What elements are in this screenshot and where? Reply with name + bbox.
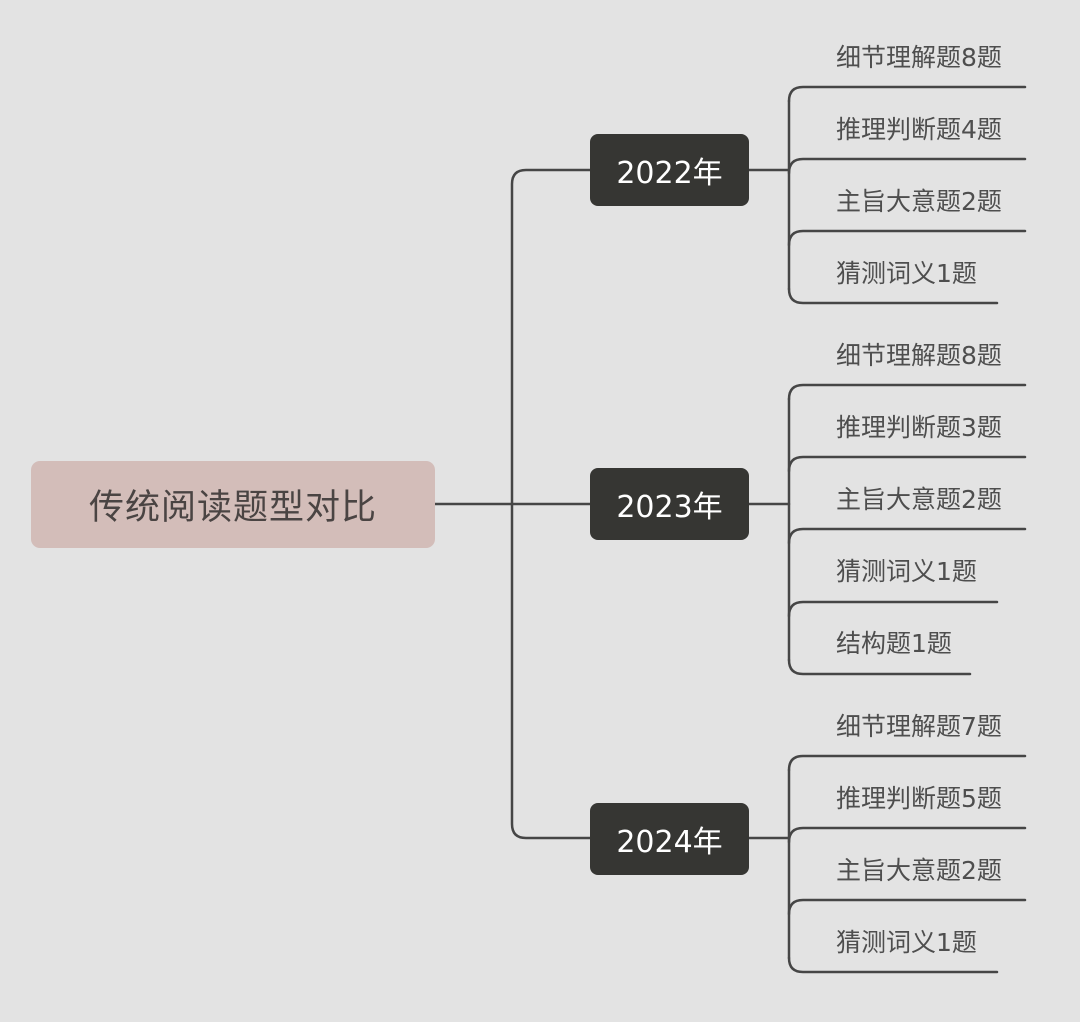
leaf-2022-main-idea: 主旨大意题2题 — [836, 187, 1002, 216]
leaf-2023-main-idea: 主旨大意题2题 — [836, 485, 1002, 514]
leaf-2023-structure: 结构题1题 — [836, 629, 952, 658]
leaf-2023-detail: 细节理解题8题 — [836, 341, 1002, 370]
root-label: 传统阅读题型对比 — [88, 488, 377, 528]
leaf-underline-1-2 — [787, 527, 1027, 545]
leaf-2023-inference: 推理判断题3题 — [836, 413, 1002, 442]
year-node-2024: 2024年 — [590, 803, 749, 875]
leaf-2024-detail: 细节理解题7题 — [836, 712, 1002, 741]
year-label: 2024年 — [616, 825, 723, 860]
year-label: 2023年 — [616, 490, 723, 525]
year-node-2023: 2023年 — [590, 468, 749, 540]
leaf-underline-2-3 — [787, 956, 999, 974]
trunk-lower — [510, 502, 592, 840]
leaf-underline-2-0 — [787, 754, 1027, 772]
leaf-2024-inference: 推理判断题5题 — [836, 784, 1002, 813]
leaf-2022-detail: 细节理解题8题 — [836, 43, 1002, 72]
root-node: 传统阅读题型对比 — [31, 461, 435, 548]
year-node-2022: 2022年 — [590, 134, 749, 206]
leaf-2024-vocab: 猜测词义1题 — [836, 928, 977, 957]
leaf-2022-inference: 推理判断题4题 — [836, 115, 1002, 144]
leaf-underline-0-2 — [787, 229, 1027, 247]
leaf-underline-1-3 — [787, 600, 999, 618]
leaf-underline-2-2 — [787, 898, 1027, 916]
trunk-upper — [510, 168, 592, 506]
leaf-underline-2-1 — [787, 826, 1027, 844]
leaf-underline-1-1 — [787, 455, 1027, 473]
leaf-2022-vocab: 猜测词义1题 — [836, 259, 977, 288]
leaf-underline-0-0 — [787, 85, 1027, 103]
leaf-underline-0-3 — [787, 287, 999, 305]
year-label: 2022年 — [616, 156, 723, 191]
leaf-underline-1-4 — [787, 658, 972, 676]
leaf-underline-0-1 — [787, 157, 1027, 175]
leaf-underline-1-0 — [787, 383, 1027, 401]
leaf-2023-vocab: 猜测词义1题 — [836, 557, 977, 586]
leaf-2024-main-idea: 主旨大意题2题 — [836, 856, 1002, 885]
